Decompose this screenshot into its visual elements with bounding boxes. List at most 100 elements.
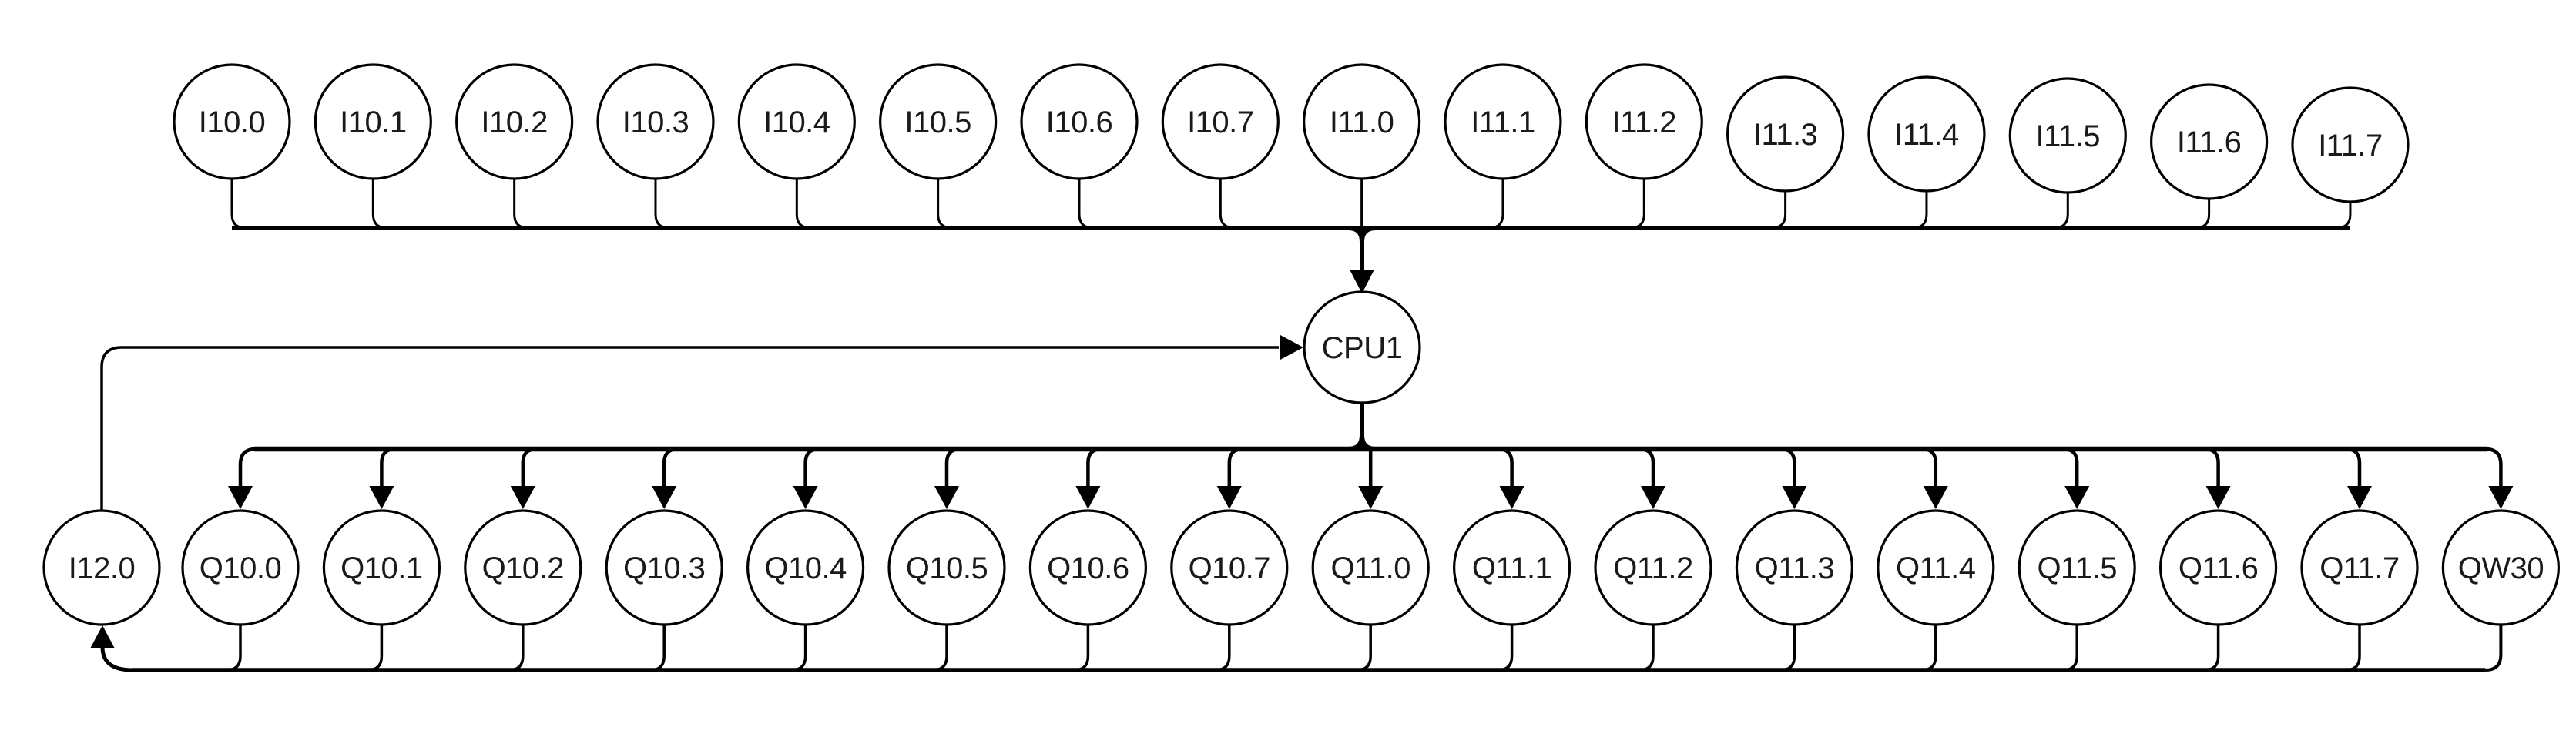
- node-I10.4: I10.4: [737, 63, 856, 180]
- node-label-Q10.5: Q10.5: [906, 551, 988, 585]
- i12-to-cpu-arrow: [100, 335, 1303, 511]
- node-label-I11.3: I11.3: [1753, 118, 1818, 152]
- return-bus: [90, 625, 2503, 672]
- output-circle: [746, 509, 865, 626]
- node-label-Q11.2: Q11.2: [1613, 551, 1693, 585]
- node-label-Q10.2: Q10.2: [482, 551, 564, 585]
- node-label-Q11.4: Q11.4: [1896, 551, 1976, 585]
- node-I10.6: I10.6: [1020, 63, 1139, 180]
- node-label-I11.7: I11.7: [2318, 129, 2383, 163]
- input-circle: [2008, 77, 2127, 194]
- input-circle: [879, 63, 998, 180]
- node-label-I10.3: I10.3: [622, 106, 689, 139]
- node-label-Q10.0: Q10.0: [200, 551, 281, 585]
- node-I10.0: I10.0: [173, 63, 291, 180]
- node-label-I10.4: I10.4: [763, 106, 830, 139]
- node-I11.1: I11.1: [1444, 63, 1562, 180]
- arrowhead-down-output: [228, 486, 253, 509]
- output-circle: [887, 509, 1006, 626]
- arrowhead-down-output: [1358, 486, 1384, 509]
- input-circle: [737, 63, 856, 180]
- node-Q10.2: Q10.2: [464, 509, 582, 626]
- output-circle: [1170, 509, 1289, 626]
- input-circle: [173, 63, 291, 180]
- node-I11.3: I11.3: [1726, 75, 1845, 193]
- input-circle: [1726, 75, 1845, 193]
- node-I11.0: I11.0: [1303, 63, 1421, 180]
- node-label-I10.5: I10.5: [904, 106, 971, 139]
- input-circle: [42, 509, 161, 626]
- node-label-I11.5: I11.5: [2036, 119, 2101, 153]
- node-label-Q11.1: Q11.1: [1472, 551, 1552, 585]
- node-label-Q11.0: Q11.0: [1330, 551, 1410, 585]
- top-input-bus: [230, 179, 2352, 243]
- node-Q11.6: Q11.6: [2159, 509, 2278, 626]
- output-circle: [2018, 509, 2136, 626]
- node-label-I11.2: I11.2: [1612, 106, 1677, 139]
- node-Q10.7: Q10.7: [1170, 509, 1289, 626]
- node-label-Q11.6: Q11.6: [2179, 551, 2259, 585]
- output-circle: [181, 509, 300, 626]
- output-circle: [1594, 509, 1712, 626]
- output-circle: [1452, 509, 1571, 626]
- node-Q11.0: Q11.0: [1311, 509, 1430, 626]
- arrowhead-down-output: [793, 486, 818, 509]
- node-QW30: QW30: [2441, 509, 2560, 626]
- arrowhead-down-output: [2347, 486, 2372, 509]
- node-Q10.1: Q10.1: [322, 509, 441, 626]
- node-label-Q10.6: Q10.6: [1047, 551, 1129, 585]
- arrowhead-down-cpu: [1350, 270, 1374, 293]
- cpu-top-arrow: [1350, 228, 1374, 293]
- cpu-output-bus: [228, 401, 2514, 509]
- arrowhead-down-output: [2205, 486, 2231, 509]
- node-label-Q10.3: Q10.3: [623, 551, 705, 585]
- node-label-Q11.7: Q11.7: [2319, 551, 2400, 585]
- node-label-I10.2: I10.2: [481, 106, 547, 139]
- output-circle: [2159, 509, 2278, 626]
- input-circle: [2150, 83, 2269, 200]
- output-circle: [1735, 509, 1853, 626]
- node-label-QW30: QW30: [2458, 551, 2544, 585]
- arrowhead-down-output: [934, 486, 959, 509]
- node-Q10.3: Q10.3: [605, 509, 723, 626]
- arrowhead-down-output: [1499, 486, 1524, 509]
- node-I10.5: I10.5: [879, 63, 998, 180]
- arrowhead-down-output: [1641, 486, 1665, 509]
- node-label-I11.4: I11.4: [1894, 118, 1959, 152]
- node-I11.5: I11.5: [2008, 77, 2127, 194]
- arrowhead-down-output: [2064, 486, 2090, 509]
- node-label-Q11.3: Q11.3: [1755, 551, 1835, 585]
- output-circle: [2441, 509, 2560, 626]
- arrowhead-down-output: [1923, 486, 1948, 509]
- node-label-I12.0: I12.0: [69, 551, 135, 585]
- node-I11.7: I11.7: [2291, 86, 2410, 203]
- output-circle: [1028, 509, 1148, 626]
- node-Q10.6: Q10.6: [1028, 509, 1148, 626]
- input-circle: [455, 63, 574, 180]
- output-circle: [322, 509, 441, 626]
- node-I12.0: I12.0: [42, 509, 161, 626]
- node-I10.2: I10.2: [455, 63, 574, 180]
- node-label-I10.0: I10.0: [199, 106, 265, 139]
- node-label-I10.7: I10.7: [1187, 106, 1253, 139]
- input-circle: [1585, 63, 1703, 180]
- node-I10.1: I10.1: [314, 63, 432, 180]
- input-circle: [1020, 63, 1139, 180]
- node-I11.2: I11.2: [1585, 63, 1703, 180]
- arrowhead-down-output: [1782, 486, 1807, 509]
- io-nodes: I10.0 I10.1 I10.2 I10.3 I10.4 I10.5 I10.6 I10.7…: [42, 63, 2560, 626]
- arrowhead-right-cpu: [1280, 335, 1303, 360]
- node-Q11.4: Q11.4: [1877, 509, 1995, 626]
- node-Q11.1: Q11.1: [1452, 509, 1571, 626]
- output-circle: [1311, 509, 1430, 626]
- node-label-Q10.4: Q10.4: [764, 551, 847, 585]
- node-Q11.7: Q11.7: [2300, 509, 2419, 626]
- input-circle: [1161, 63, 1280, 180]
- output-circle: [464, 509, 582, 626]
- arrowhead-down-output: [1216, 486, 1242, 509]
- node-label-I11.6: I11.6: [2177, 126, 2242, 159]
- node-Q10.0: Q10.0: [181, 509, 300, 626]
- output-circle: [2300, 509, 2419, 626]
- cpu-circle: [1303, 290, 1421, 404]
